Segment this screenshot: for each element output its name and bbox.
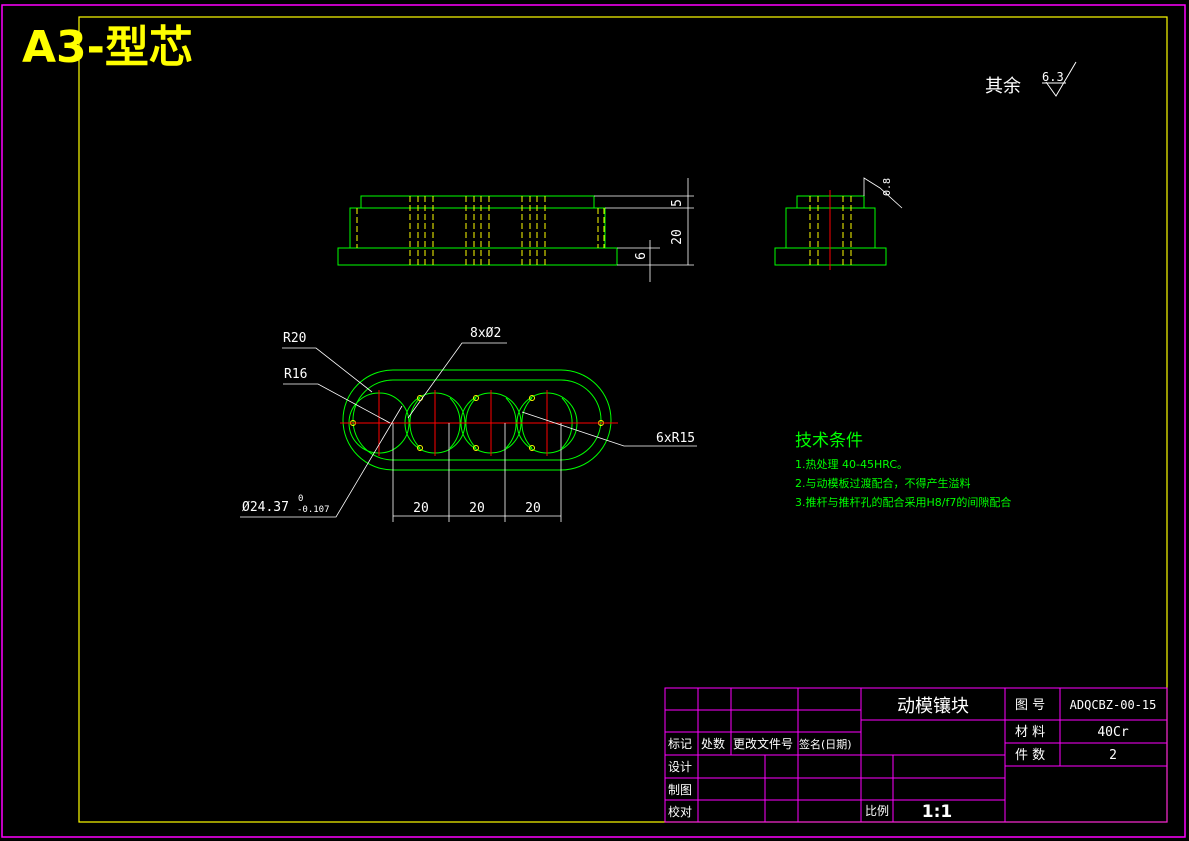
dim-height-20: 20 (670, 229, 685, 245)
qty-value: 2 (1109, 748, 1117, 763)
tech-line-2: 2.与动模板过渡配合，不得产生溢料 (795, 476, 971, 490)
qty-label: 件 数 (1015, 748, 1045, 763)
row-design: 设计 (668, 760, 692, 774)
dim-holes: 8xØ2 (470, 326, 501, 341)
dim-pitch-1: 20 (413, 501, 429, 516)
side-roughness-value: 0.8 (882, 178, 893, 196)
material-value: 40Cr (1097, 725, 1128, 740)
col-sign: 签名(日期) (799, 737, 852, 751)
dim-r16: R16 (284, 367, 307, 382)
dim-diameter: Ø24.37 (242, 500, 289, 515)
scale-value: 1:1 (922, 802, 952, 822)
top-view-leaders (240, 342, 697, 522)
dim-tol-lower: -0.107 (297, 505, 330, 515)
title-block (664, 687, 1168, 823)
material-label: 材 料 (1015, 725, 1045, 740)
tech-heading: 技术条件 (795, 431, 863, 451)
tech-line-1: 1.热处理 40-45HRC。 (795, 458, 908, 471)
roughness-label: 其余 (985, 76, 1021, 97)
front-view-dimensions (594, 178, 694, 282)
front-view (337, 195, 618, 266)
dim-pitch-2: 20 (469, 501, 485, 516)
drawing-frame (78, 16, 1168, 823)
top-view (340, 369, 618, 471)
col-mark: 标记 (668, 737, 692, 751)
dim-tol-upper: 0 (298, 494, 303, 504)
roughness-value: 6.3 (1042, 70, 1064, 84)
outer-border (1, 4, 1186, 838)
roughness-symbol-icon (1045, 61, 1077, 97)
dim-base-6: 6 (634, 252, 649, 260)
roughness-note: 其余 6.3 (985, 61, 1077, 97)
side-view (774, 190, 887, 270)
scale-label: 比例 (865, 804, 889, 818)
roughness-flag-icon (863, 177, 903, 209)
dim-r20: R20 (283, 331, 306, 346)
dim-thickness-5: 5 (670, 199, 685, 207)
drawing-no-label: 图 号 (1015, 698, 1045, 713)
row-draw: 制图 (668, 783, 692, 797)
row-check: 校对 (668, 804, 692, 819)
part-name: 动模镶块 (897, 696, 969, 717)
tech-requirements: 技术条件 1.热处理 40-45HRC。 2.与动模板过渡配合，不得产生溢料 3… (795, 431, 1011, 509)
side-roughness: 0.8 (863, 177, 903, 209)
dim-arcs: 6xR15 (656, 431, 695, 446)
col-doc: 更改文件号 (733, 736, 793, 751)
col-count: 处数 (701, 736, 725, 751)
drawing-no: ADQCBZ-00-15 (1070, 698, 1157, 712)
tech-line-3: 3.推杆与推杆孔的配合采用H8/f7的间隙配合 (795, 495, 1011, 509)
sheet-title: A3-型芯 (22, 22, 193, 73)
dim-pitch-3: 20 (525, 501, 541, 516)
